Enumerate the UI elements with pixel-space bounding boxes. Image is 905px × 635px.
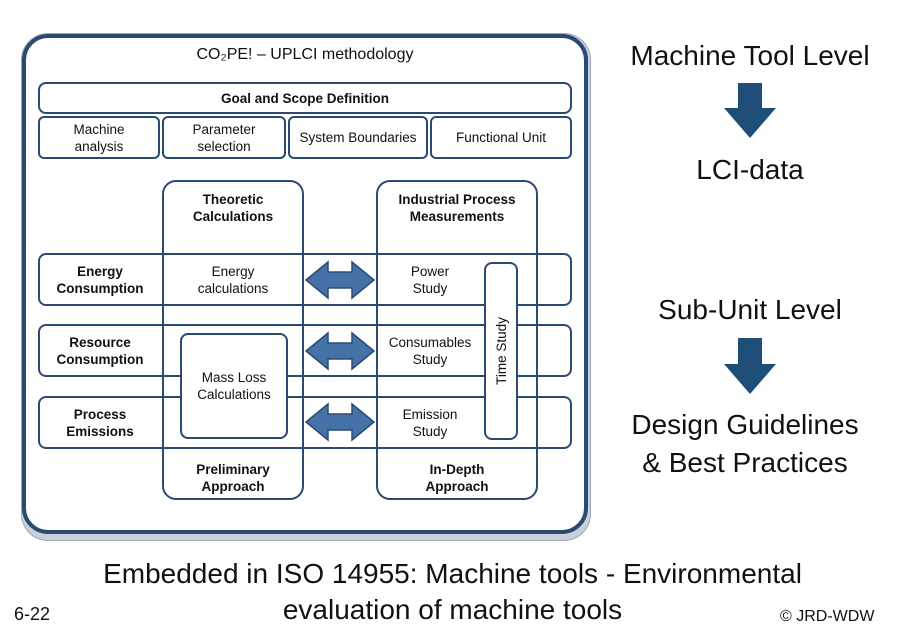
consumables-study-text: Consumables Study	[388, 334, 472, 367]
scope-system-boundaries: System Boundaries	[288, 116, 428, 159]
energy-calculations-text: Energy calculations	[197, 263, 269, 296]
mass-loss-box: Mass Loss Calculations	[180, 333, 288, 439]
down-arrow-icon	[724, 83, 776, 138]
row-label-energy: Energy Consumption	[56, 263, 144, 296]
double-arrow-resource	[304, 331, 376, 371]
emission-study-text: Emission Study	[402, 406, 458, 439]
machine-tool-level: Machine Tool Level	[630, 40, 870, 71]
double-arrow-energy	[304, 260, 376, 300]
row-label-resource: Resource Consumption	[56, 334, 144, 367]
right-column-header: Industrial Process Measurements	[398, 192, 516, 224]
slide-number: 6-22	[14, 604, 51, 624]
right-column-footer: In-Depth Approach	[425, 462, 489, 494]
row-band-energy	[38, 253, 572, 306]
copyright: © JRD-WDW	[780, 608, 875, 625]
scope-machine-analysis: Machine analysis	[38, 116, 160, 159]
row-band-resource	[38, 324, 572, 377]
goal-scope-box: Goal and Scope Definition	[38, 82, 572, 114]
design-guidelines-label: Design Guidelines & Best Practices	[631, 409, 859, 478]
left-column-footer: Preliminary Approach	[196, 462, 270, 494]
left-column-header: Theoretic Calculations	[192, 192, 274, 224]
sub-unit-level: Sub-Unit Level	[658, 294, 842, 325]
lci-data-label: LCI-data	[696, 154, 804, 185]
iso-caption: Embedded in ISO 14955: Machine tools - E…	[103, 558, 802, 625]
power-study-text: Power Study	[410, 263, 450, 296]
time-study-box	[484, 262, 518, 440]
double-arrow-emissions	[304, 402, 376, 442]
row-band-emissions	[38, 396, 572, 449]
scope-parameter-selection: Parameter selection	[162, 116, 286, 159]
row-label-emissions: Process Emissions	[66, 406, 134, 439]
diagram-title: CO₂PE! – UPLCI methodology	[196, 46, 414, 63]
down-arrow-icon	[724, 338, 776, 394]
scope-functional-unit: Functional Unit	[430, 116, 572, 159]
